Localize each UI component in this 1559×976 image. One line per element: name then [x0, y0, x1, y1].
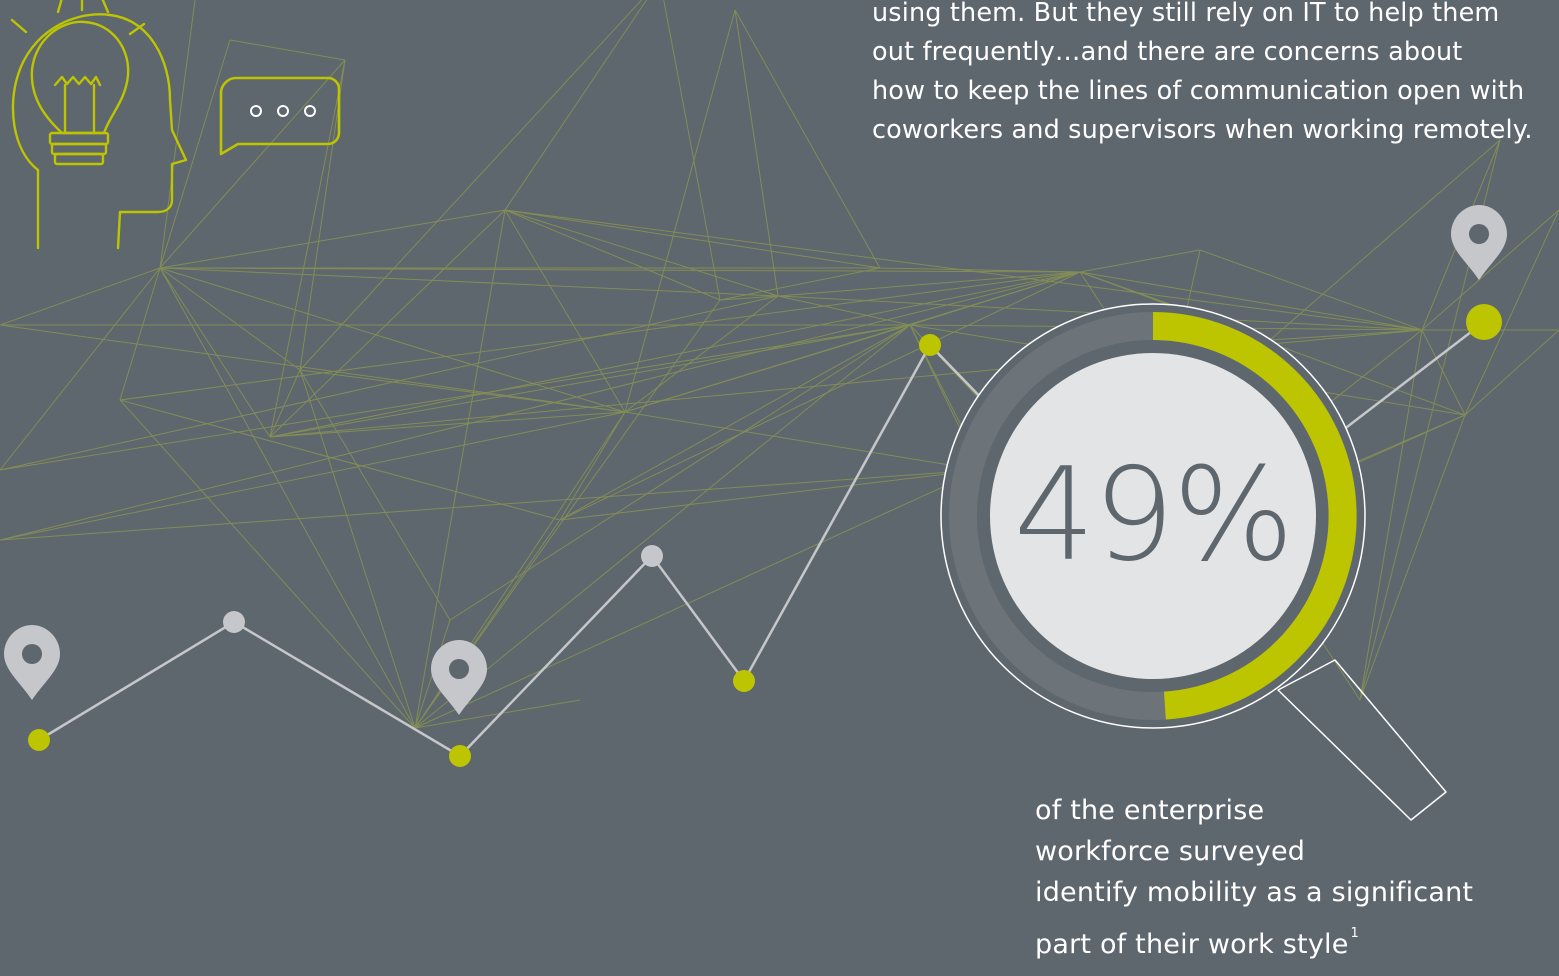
mesh-line — [719, 267, 881, 301]
caption-line: part of their work style — [1035, 929, 1349, 960]
mesh-line — [299, 59, 346, 371]
mesh-line — [909, 271, 1081, 326]
mesh-line — [559, 411, 626, 521]
mesh-line — [504, 209, 626, 413]
mesh-line — [0, 469, 981, 541]
mesh-line — [269, 324, 911, 438]
mesh-line — [299, 369, 451, 621]
mesh-line — [504, 209, 721, 301]
mesh-line — [0, 411, 626, 541]
caption-line: of the enterprise — [1035, 795, 1265, 826]
node-dot — [449, 745, 471, 767]
mesh-line — [0, 271, 1081, 541]
network-mesh-background — [0, 0, 1559, 729]
progress-arc — [1152, 312, 1357, 720]
mesh-line — [777, 295, 911, 326]
mesh-line — [159, 267, 626, 413]
intro-line: coworkers and supervisors when working r… — [872, 115, 1533, 145]
mesh-line — [119, 399, 561, 521]
mesh-line — [414, 324, 911, 729]
map-pin-icon — [4, 625, 60, 700]
magnifier-icon — [940, 303, 1447, 821]
connector-line-right — [1329, 321, 1485, 441]
intro-line: out frequently…and there are concerns ab… — [872, 37, 1463, 67]
mesh-line — [159, 267, 779, 297]
mesh-line — [1421, 329, 1466, 416]
mesh-line — [299, 369, 416, 729]
mesh-line — [119, 267, 161, 401]
mesh-line — [734, 9, 779, 297]
mesh-line — [159, 209, 506, 269]
mesh-line — [159, 267, 416, 729]
mesh-line — [119, 399, 416, 729]
mesh-line — [1079, 249, 1201, 273]
node-dot — [641, 545, 663, 567]
mesh-line — [1269, 329, 1423, 341]
node-dot — [733, 670, 755, 692]
node-dot — [28, 729, 50, 751]
mesh-line — [119, 271, 1081, 401]
mesh-line — [0, 324, 626, 413]
mesh-line — [414, 699, 581, 729]
caption-line: workforce surveyed — [1035, 836, 1306, 867]
footnote-marker: 1 — [1350, 926, 1360, 941]
mesh-line — [0, 267, 161, 471]
lightbulb-head-icon — [10, 0, 188, 250]
mesh-line — [414, 519, 561, 729]
map-pin-icon — [1451, 205, 1507, 280]
mesh-line — [734, 9, 881, 269]
node-dot — [919, 334, 941, 356]
mesh-line — [299, 0, 643, 371]
mesh-line — [663, 0, 721, 301]
stat-caption: of the enterprise workforce surveyed ide… — [1035, 790, 1555, 965]
mesh-line — [624, 9, 736, 413]
mesh-line — [1464, 329, 1559, 416]
node-dot-large — [1466, 304, 1502, 340]
mesh-line — [559, 469, 981, 521]
mesh-line — [1269, 139, 1501, 341]
mesh-line — [504, 209, 779, 297]
mesh-line — [159, 39, 231, 269]
mesh-line — [1359, 414, 1466, 701]
mesh-line — [719, 295, 779, 301]
mesh-line — [269, 59, 346, 438]
mesh-line — [559, 324, 911, 521]
mesh-line — [449, 324, 911, 621]
mesh-line — [414, 209, 506, 729]
mesh-line — [0, 324, 911, 471]
mesh-line — [1464, 209, 1559, 416]
mesh-line — [159, 267, 1081, 273]
mesh-line — [1359, 329, 1423, 701]
mesh-line — [777, 271, 1081, 297]
mesh-line — [0, 267, 161, 326]
intro-paragraph: using them. But they still rely on IT to… — [872, 0, 1559, 150]
mesh-line — [504, 0, 648, 211]
chat-bubble-icon — [219, 76, 341, 156]
mesh-line — [299, 369, 626, 413]
mesh-line — [269, 271, 1081, 438]
mesh-line — [229, 39, 346, 61]
mesh-line — [159, 59, 346, 269]
intro-line: using them. But they still rely on IT to… — [872, 0, 1500, 28]
mesh-line — [159, 0, 196, 269]
mesh-line — [1421, 209, 1559, 331]
mesh-line — [504, 209, 881, 269]
node-dot — [223, 611, 245, 633]
map-pin-icon — [431, 640, 487, 715]
intro-line: how to keep the lines of communication o… — [872, 76, 1525, 106]
mesh-line — [1199, 249, 1423, 331]
mesh-line — [624, 411, 981, 471]
caption-line: identify mobility as a significant — [1035, 877, 1474, 908]
zigzag-line-left — [38, 344, 932, 758]
mesh-line — [269, 411, 626, 438]
mesh-line — [559, 271, 1081, 521]
mesh-line — [1079, 271, 1423, 331]
stat-percentage: 49% — [1013, 441, 1295, 590]
mesh-line — [414, 469, 981, 729]
mesh-line — [159, 267, 271, 438]
mesh-line — [879, 267, 1081, 273]
mesh-line — [159, 267, 301, 371]
